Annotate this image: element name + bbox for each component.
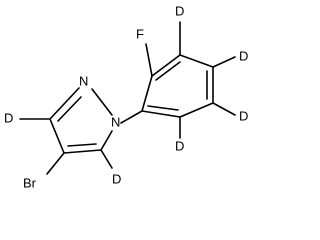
- atom-label-bromine: Br: [23, 175, 37, 190]
- bond-c5-n1: [100, 130, 113, 151]
- bond-phenyl-c3-c4: [179, 54, 214, 68]
- bond-phenyl-c5-c6: [179, 102, 214, 118]
- atom-label-nitrogen-2: N: [79, 73, 88, 88]
- bond-phenyl-c6-c1: [141, 110, 181, 118]
- atom-label-deuterium-pyrazole-c3: D: [4, 110, 13, 125]
- bond-c5-deuterium: [100, 149, 113, 169]
- bond-c4-bromine: [46, 152, 65, 175]
- molecule-structure-diagram: F N N Br D D D D D D: [4, 3, 248, 190]
- bond-c5-deuterium: [212, 102, 236, 116]
- bond-c2-fluorine: [145, 43, 153, 77]
- bond-n2-c3: [49, 87, 80, 120]
- bond-phenyl-c2-c3-inner: [155, 61, 181, 81]
- bond-c3-c4: [49, 118, 65, 154]
- bond-phenyl-c6-c1-inner: [147, 105, 179, 111]
- bond-phenyl-n1: [120, 110, 143, 124]
- atom-label-deuterium-phenyl-c6: D: [175, 138, 184, 153]
- atom-label-deuterium-phenyl-c4: D: [239, 48, 248, 63]
- atom-label-nitrogen-1: N: [111, 114, 120, 129]
- bond-c4-c5-inner: [67, 143, 97, 147]
- atom-label-deuterium-pyrazole-c5: D: [112, 171, 121, 186]
- bond-phenyl-c1-c2: [141, 75, 153, 112]
- atom-label-fluorine: F: [136, 26, 144, 41]
- bond-n2-c3-inner: [57, 96, 82, 122]
- bond-n1-n2: [91, 88, 113, 116]
- bond-c4-c5: [63, 149, 102, 154]
- bond-c4-deuterium: [212, 56, 236, 68]
- atom-label-deuterium-phenyl-c5: D: [239, 108, 248, 123]
- atom-label-deuterium-phenyl-c3: D: [175, 3, 184, 18]
- bond-phenyl-c2-c3: [151, 54, 181, 77]
